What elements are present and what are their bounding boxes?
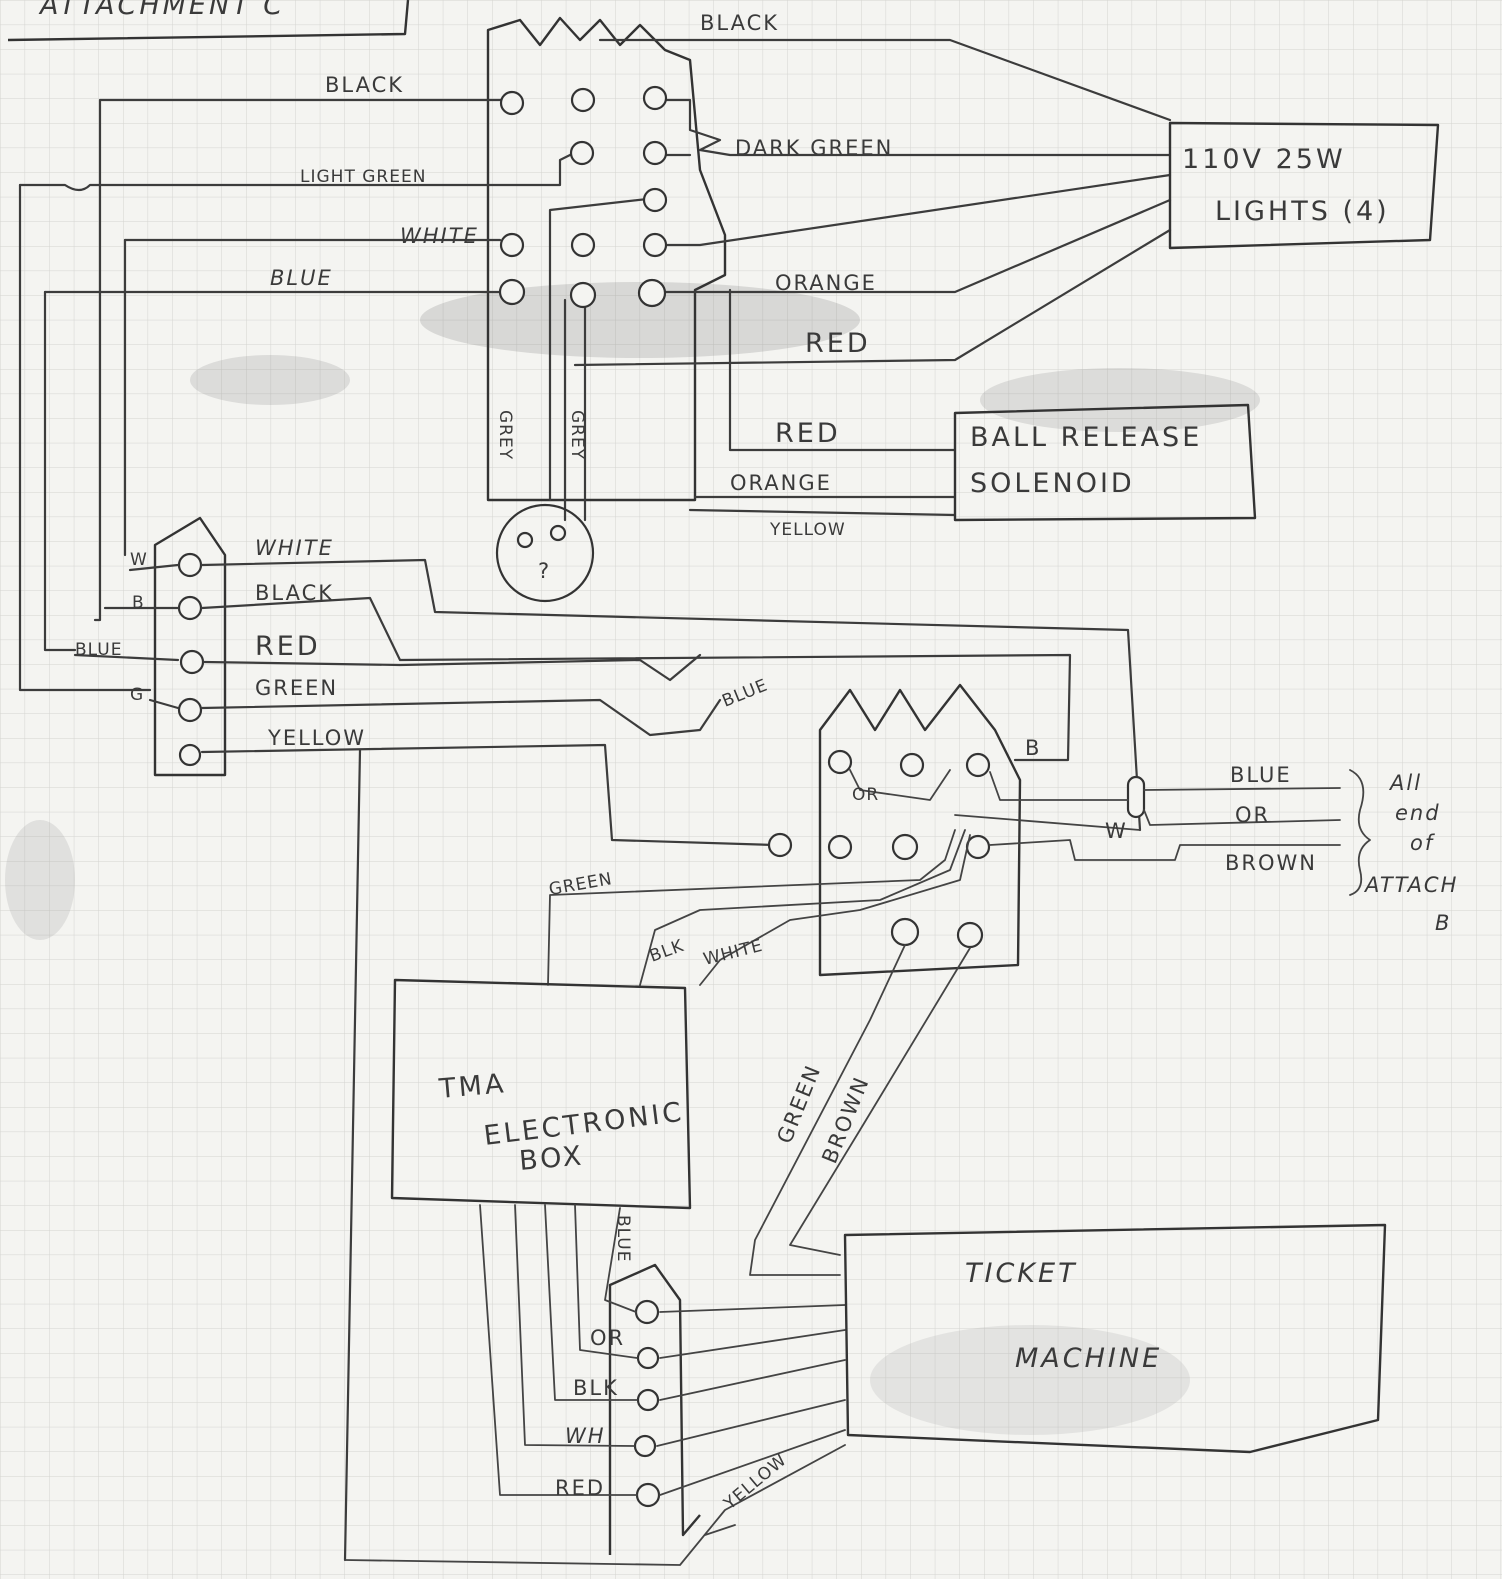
label-orange-solenoid: ORANGE <box>730 471 832 495</box>
box-line1: TMA <box>437 1068 508 1105</box>
label-orange: ORANGE <box>775 271 877 295</box>
label-ext-or: OR <box>1235 803 1270 827</box>
label-wh-bottom: WH <box>565 1424 606 1448</box>
diagram-title: ATTACHMENT C <box>38 0 285 21</box>
ticket-line2: MACHINE <box>1015 1343 1162 1374</box>
label-or-bottom: OR <box>590 1326 625 1350</box>
label-red-solenoid: RED <box>775 418 841 449</box>
lights-line2: LIGHTS (4) <box>1215 196 1390 227</box>
note-line4: ATTACH <box>1363 873 1458 897</box>
top-wire-labels: BLACK BLACK DARK GREEN LIGHT GREEN WHITE… <box>270 11 893 540</box>
note-line2: end <box>1395 801 1441 825</box>
note-line3: of <box>1410 831 1436 855</box>
round-plug: ? <box>495 503 595 603</box>
label-grey-left: GREY <box>495 410 515 460</box>
wire-label-black: BLACK <box>255 581 334 605</box>
left-strip-wires <box>73 558 1142 1562</box>
label-blue: BLUE <box>270 266 333 290</box>
pin-label-blue: BLUE <box>75 640 122 660</box>
wire-label-red: RED <box>255 631 321 662</box>
solenoid-line2: SOLENOID <box>970 468 1135 499</box>
label-b: B <box>1025 736 1041 760</box>
pin-label-w: W <box>130 550 148 570</box>
ticket-line1: TICKET <box>965 1258 1078 1289</box>
bottom-wires <box>344 1204 846 1566</box>
wire-label-green: GREEN <box>255 676 338 700</box>
solenoid-box: BALL RELEASE SOLENOID <box>953 403 1257 522</box>
label-dark-green: DARK GREEN <box>735 136 893 160</box>
label-or: OR <box>852 785 879 805</box>
ticket-machine-box: TICKET MACHINE <box>843 1223 1387 1454</box>
middle-wires <box>547 769 1341 1276</box>
box-line3: BOX <box>518 1140 586 1177</box>
note-line5: B <box>1435 911 1451 935</box>
label-blk-bottom: BLK <box>573 1376 619 1400</box>
label-ext-brown: BROWN <box>1225 851 1317 875</box>
label-blue-bottom: BLUE <box>613 1215 633 1262</box>
label-light-green: LIGHT GREEN <box>300 167 426 187</box>
middle-connector-block <box>818 683 1022 977</box>
pin-label-b: B <box>132 593 145 613</box>
lights-line1: 110V 25W <box>1182 144 1346 175</box>
lights-box: 110V 25W LIGHTS (4) <box>1168 121 1440 250</box>
wire-label-white: WHITE <box>255 536 334 560</box>
label-black-left: BLACK <box>325 73 404 97</box>
label-grey-right: GREY <box>567 410 587 460</box>
left-strip-labels: W B BLUE G WHITE BLACK RED GREEN YELLOW <box>75 536 366 750</box>
label-red: RED <box>805 328 871 359</box>
wire-label-yellow: YELLOW <box>267 726 366 750</box>
top-wiring <box>18 38 1172 692</box>
pin-label-g: G <box>130 685 144 705</box>
label-w: W <box>1105 819 1128 843</box>
solenoid-line1: BALL RELEASE <box>970 422 1202 453</box>
label-ext-blue: BLUE <box>1230 763 1292 787</box>
note-line1: All <box>1388 771 1422 795</box>
label-yellow: YELLOW <box>769 520 846 540</box>
bottom-terminal-strip <box>608 1263 701 1555</box>
label-red-bottom: RED <box>555 1476 605 1500</box>
smudges <box>5 282 1260 1435</box>
top-terminal-strip <box>486 16 727 502</box>
bottom-terminals <box>633 1299 661 1508</box>
plug-mark: ? <box>538 559 551 583</box>
label-black-top: BLACK <box>700 11 779 35</box>
label-white: WHITE <box>400 224 479 248</box>
top-terminals <box>498 85 668 309</box>
title-box: ATTACHMENT C <box>7 0 410 42</box>
left-terminal-strip <box>153 516 227 777</box>
